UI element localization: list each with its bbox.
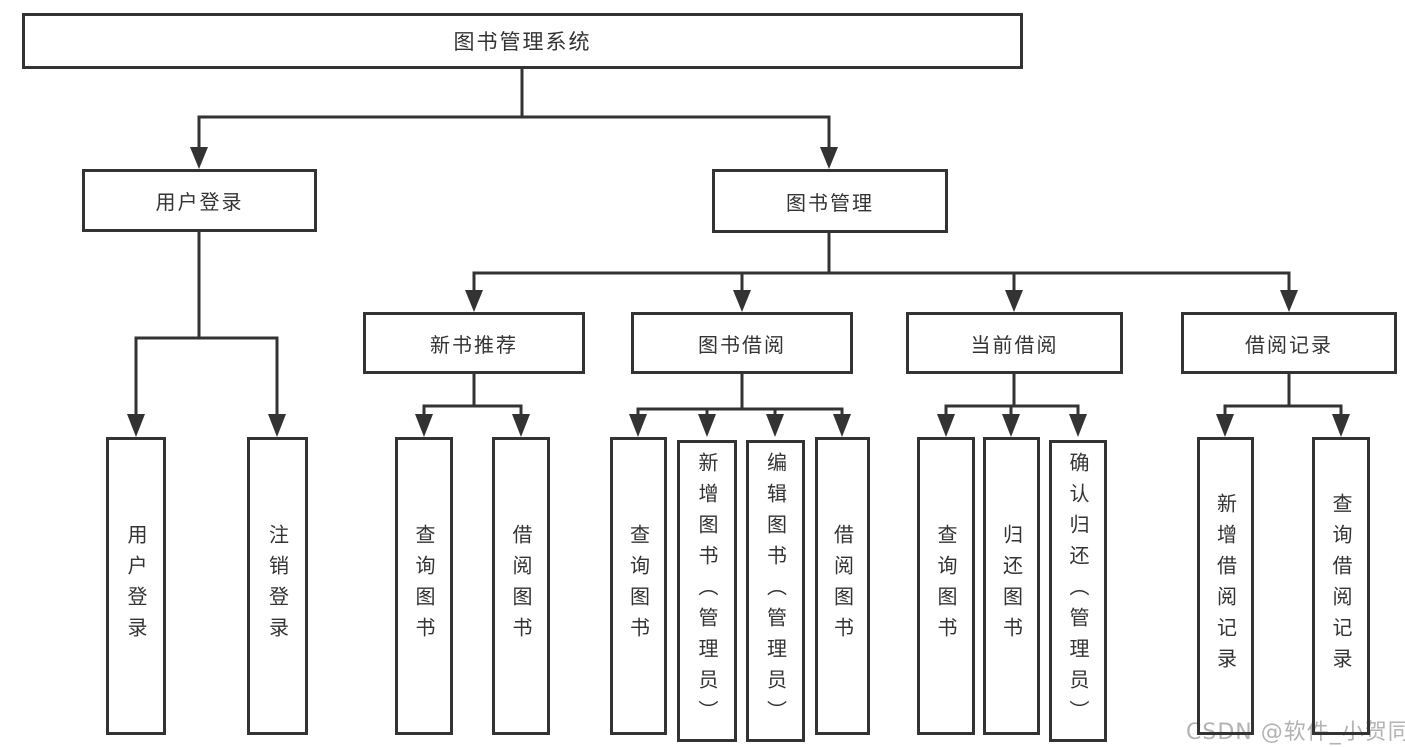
arrowhead-book-borrow [733,290,751,312]
leaf-bb-add-book: 新增图书（管理员） [677,440,737,742]
leaf-br-add-record: 新增借阅记录 [1197,437,1254,735]
connector-userlogin-to-leaves [127,229,286,437]
arrowhead-user-login [190,147,208,169]
arrowhead-bb-query-book [629,414,647,437]
node-user-login: 用户登录 [82,169,317,232]
arrowhead-br-query-record [1332,414,1350,437]
arrowhead-borrow-record [1280,290,1298,312]
node-borrow-record: 借阅记录 [1181,312,1397,374]
leaf-bb-borrow-book: 借阅图书 [815,437,870,735]
arrowhead-bb-edit-book [766,414,784,437]
node-book-borrow: 图书借阅 [631,312,853,374]
arrowhead-new-book-rec [465,290,483,312]
arrowhead-bb-add-book [698,414,716,437]
csdn-watermark: CSDN @软件_小贺同学 [1186,720,1405,745]
leaf-br-query-record: 查询借阅记录 [1312,437,1370,735]
leaf-cb-query-book: 查询图书 [917,437,975,735]
arrowhead-leaf-logout [268,414,286,437]
arrowhead-rec-query-book [415,414,433,437]
arrowhead-bb-borrow-book [833,414,851,437]
leaf-bb-query-book: 查询图书 [610,437,667,735]
arrowhead-cb-confirm-return [1069,414,1087,437]
arrowhead-cb-return-book [1002,414,1020,437]
leaf-rec-borrow-book: 借阅图书 [492,437,550,735]
leaf-logout: 注销登录 [247,437,308,735]
leaf-rec-query-book: 查询图书 [395,437,453,735]
node-current-borrow: 当前借阅 [906,312,1123,374]
connector-borrowrecord-to-leaves [1216,372,1350,437]
node-book-mgmt: 图书管理 [712,169,948,233]
leaf-cb-confirm-return: 确认归还（管理员） [1049,440,1107,742]
connector-root-to-level2 [190,67,838,169]
connector-currentborrow-to-leaves [937,372,1087,437]
node-root: 图书管理系统 [22,13,1023,69]
arrowhead-book-mgmt [820,147,838,169]
leaf-bb-edit-book: 编辑图书（管理员） [746,440,805,742]
leaf-cb-return-book: 归还图书 [983,437,1040,735]
arrowhead-br-add-record [1216,414,1234,437]
arrowhead-leaf-user-login [127,414,145,437]
leaf-user-login: 用户登录 [106,437,166,735]
arrowhead-cb-query-book [937,414,955,437]
arrowhead-current-borrow [1005,290,1023,312]
node-new-book-rec: 新书推荐 [363,312,585,374]
arrowhead-rec-borrow-book [512,414,530,437]
connector-newbookrec-to-leaves [415,372,530,437]
connector-bookborrow-to-leaves [629,372,851,437]
connector-bookmgmt-to-level3 [465,231,1298,312]
